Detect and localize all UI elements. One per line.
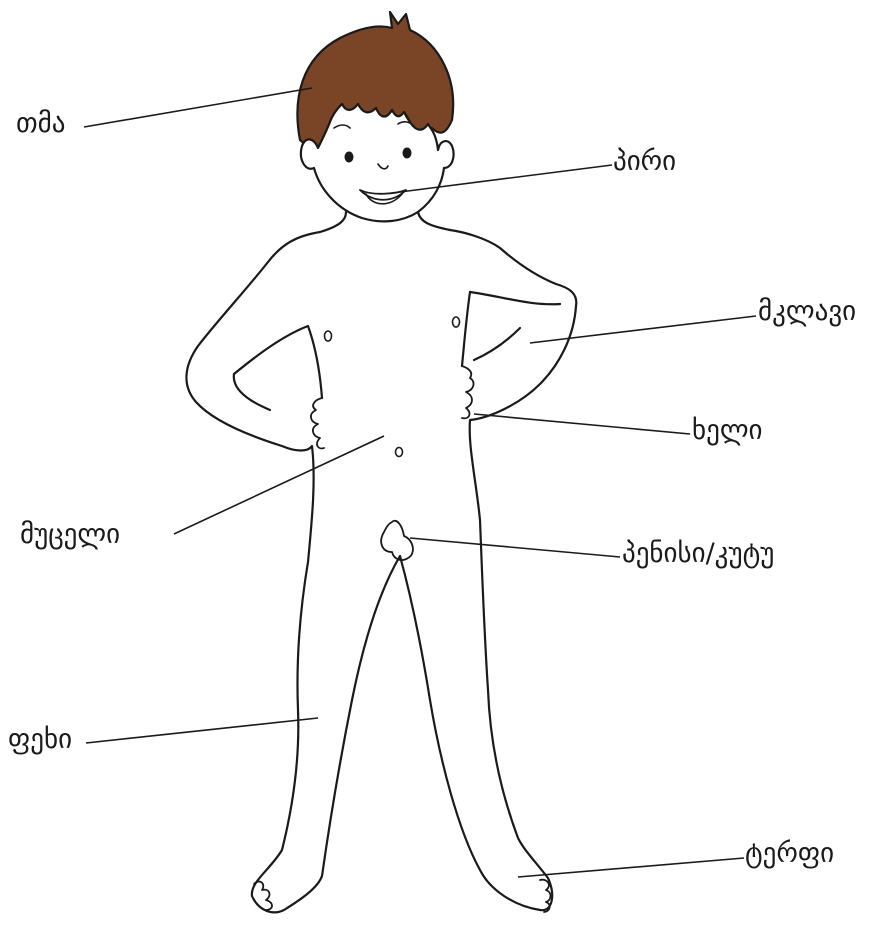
label-mouth: პირი — [613, 148, 676, 175]
body-outline — [186, 230, 576, 912]
label-head: თმა — [16, 110, 65, 137]
leader-foot — [518, 858, 744, 877]
label-leg: ფეხი — [8, 726, 72, 753]
penis — [381, 521, 413, 560]
navel — [396, 448, 403, 457]
right-eye — [403, 148, 412, 159]
leader-arm — [530, 316, 756, 343]
leader-leg — [86, 718, 318, 743]
label-penis: პენისი/კუტუ — [622, 540, 774, 567]
leader-belly — [174, 436, 384, 534]
label-belly: მუცელი — [20, 521, 120, 548]
leader-head — [84, 88, 312, 127]
label-arm: მკლავი — [758, 298, 856, 325]
label-hand: ხელი — [692, 417, 763, 444]
leader-hand — [474, 414, 690, 434]
leader-penis — [410, 538, 620, 557]
left-eye — [345, 152, 354, 163]
label-foot: ტერფი — [745, 840, 834, 867]
